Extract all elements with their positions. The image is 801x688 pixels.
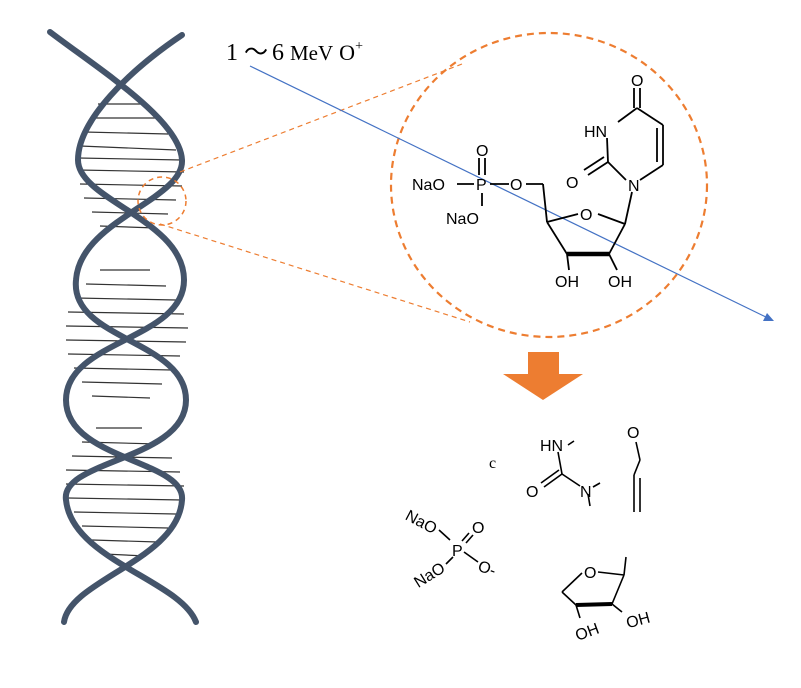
fragmentation-arrow <box>503 352 583 400</box>
atom-oh-sugar-left: OH <box>573 621 601 645</box>
nucleotide-bonds <box>457 88 664 271</box>
zoom-target-circle <box>389 31 709 339</box>
dna-helix <box>47 29 199 625</box>
atom-o-link: O <box>510 177 522 194</box>
fragments: c HN O N <box>402 425 652 645</box>
atom-oh-2: OH <box>608 274 632 291</box>
fragment-enone: O <box>627 425 641 512</box>
fragment-urea: HN O N <box>526 438 601 507</box>
atom-o-ring: O <box>580 207 592 224</box>
atom-oh-sugar-right: OH <box>625 610 653 633</box>
atom-o-phosphate-top: O <box>472 520 484 537</box>
atom-nao-fragment-2: NaO <box>411 560 448 592</box>
atom-o-enone: O <box>627 425 639 442</box>
zoom-callout <box>137 31 709 339</box>
helix-strand-right <box>61 32 188 625</box>
atom-oh-3: OH <box>555 274 579 291</box>
atom-n1: N <box>628 178 640 195</box>
fragment-sugar: O OH OH <box>561 556 653 645</box>
fragment-carbon-atom: c <box>489 455 496 472</box>
atom-nao-fragment-1: NaO <box>402 507 439 537</box>
atom-p: P <box>476 177 487 194</box>
helix-strand-left <box>47 29 199 625</box>
atom-o-minus: O- <box>476 558 499 580</box>
beam-arrowhead <box>763 313 774 321</box>
atom-n-urea: N <box>580 484 592 501</box>
atom-nao-2: NaO <box>446 211 479 228</box>
atom-p-fragment: P <box>452 543 463 560</box>
nucleotide-structure: NaO NaO P O O O HN O O N OH OH <box>412 73 664 291</box>
atom-hn-fragment: HN <box>540 438 563 455</box>
atom-o-urea: O <box>526 484 538 501</box>
atom-o-sugar: O <box>584 565 596 582</box>
beam-line <box>249 65 773 321</box>
zoom-line-bottom <box>159 223 471 323</box>
atom-o-c2: O <box>566 175 578 192</box>
atom-o-c4: O <box>631 73 643 90</box>
zoom-line-top <box>179 63 463 173</box>
atom-hn: HN <box>584 124 607 141</box>
atom-o-phosphoryl: O <box>476 143 488 160</box>
fragment-phosphate: NaO NaO P O O- <box>402 507 498 591</box>
atom-nao-1: NaO <box>412 177 445 194</box>
